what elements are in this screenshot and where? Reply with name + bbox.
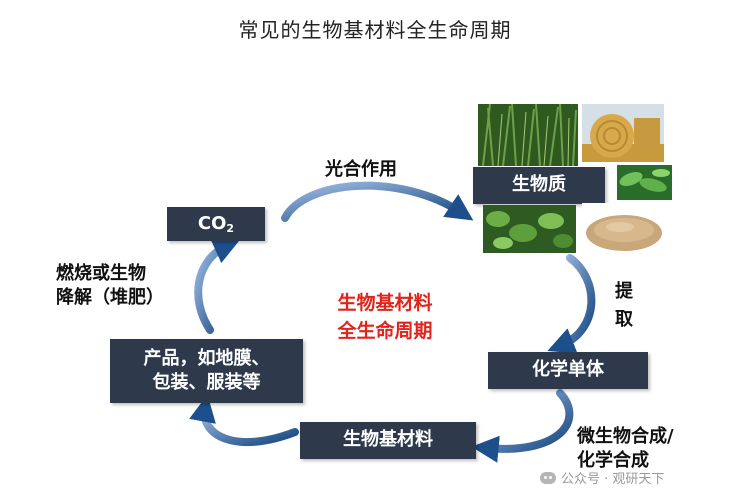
center-line1: 生物基材料 [337, 292, 433, 314]
node-bio-material: 生物基材料 [300, 422, 476, 459]
leaves-photo [617, 165, 672, 200]
products-line1: 产品，如地膜、 [143, 347, 270, 369]
soybean-plant-photo [483, 205, 576, 253]
extract-line2: 取 [615, 308, 633, 330]
powder-photo [582, 203, 666, 253]
co2-label: CO [197, 212, 227, 234]
arrow-material-to-products [189, 394, 299, 446]
arrow-extract [547, 254, 596, 354]
degradation-line1: 燃烧或生物 [56, 263, 146, 284]
label-synthesis: 微生物合成/ 化学合成 [577, 425, 674, 474]
bio-material-label: 生物基材料 [343, 429, 433, 451]
watermark-text: 公众号 · 观研天下 [561, 472, 665, 487]
label-extract: 提 取 [615, 278, 633, 334]
label-degradation: 燃烧或生物 降解（堆肥） [56, 262, 164, 311]
arrow-products-to-co2 [194, 238, 241, 334]
watermark: 公众号 · 观研天下 [540, 468, 664, 487]
arrow-synthesis [471, 389, 574, 463]
center-title: 生物基材料 全生命周期 [300, 290, 470, 345]
biomass-label: 生物质 [512, 174, 566, 196]
wechat-icon [540, 471, 556, 484]
label-photosynthesis: 光合作用 [325, 159, 397, 180]
node-monomer: 化学单体 [488, 352, 648, 389]
center-line2: 全生命周期 [337, 319, 433, 342]
monomer-label: 化学单体 [532, 359, 604, 381]
degradation-line2: 降解（堆肥） [56, 287, 164, 309]
hay-bale-photo [582, 104, 664, 162]
diagram-title: 常见的生物基材料全生命周期 [238, 18, 512, 42]
node-biomass: 生物质 [473, 167, 605, 204]
extract-line1: 提 [615, 281, 633, 302]
synthesis-line2: 化学合成 [577, 450, 649, 472]
synthesis-line1: 微生物合成/ [577, 426, 674, 447]
node-products: 产品，如地膜、 包装、服装等 [110, 339, 303, 403]
co2-subscript: 2 [226, 221, 235, 235]
arrow-photosynthesis [281, 181, 474, 222]
grass-photo [478, 104, 578, 166]
products-line2: 包装、服装等 [152, 372, 261, 393]
